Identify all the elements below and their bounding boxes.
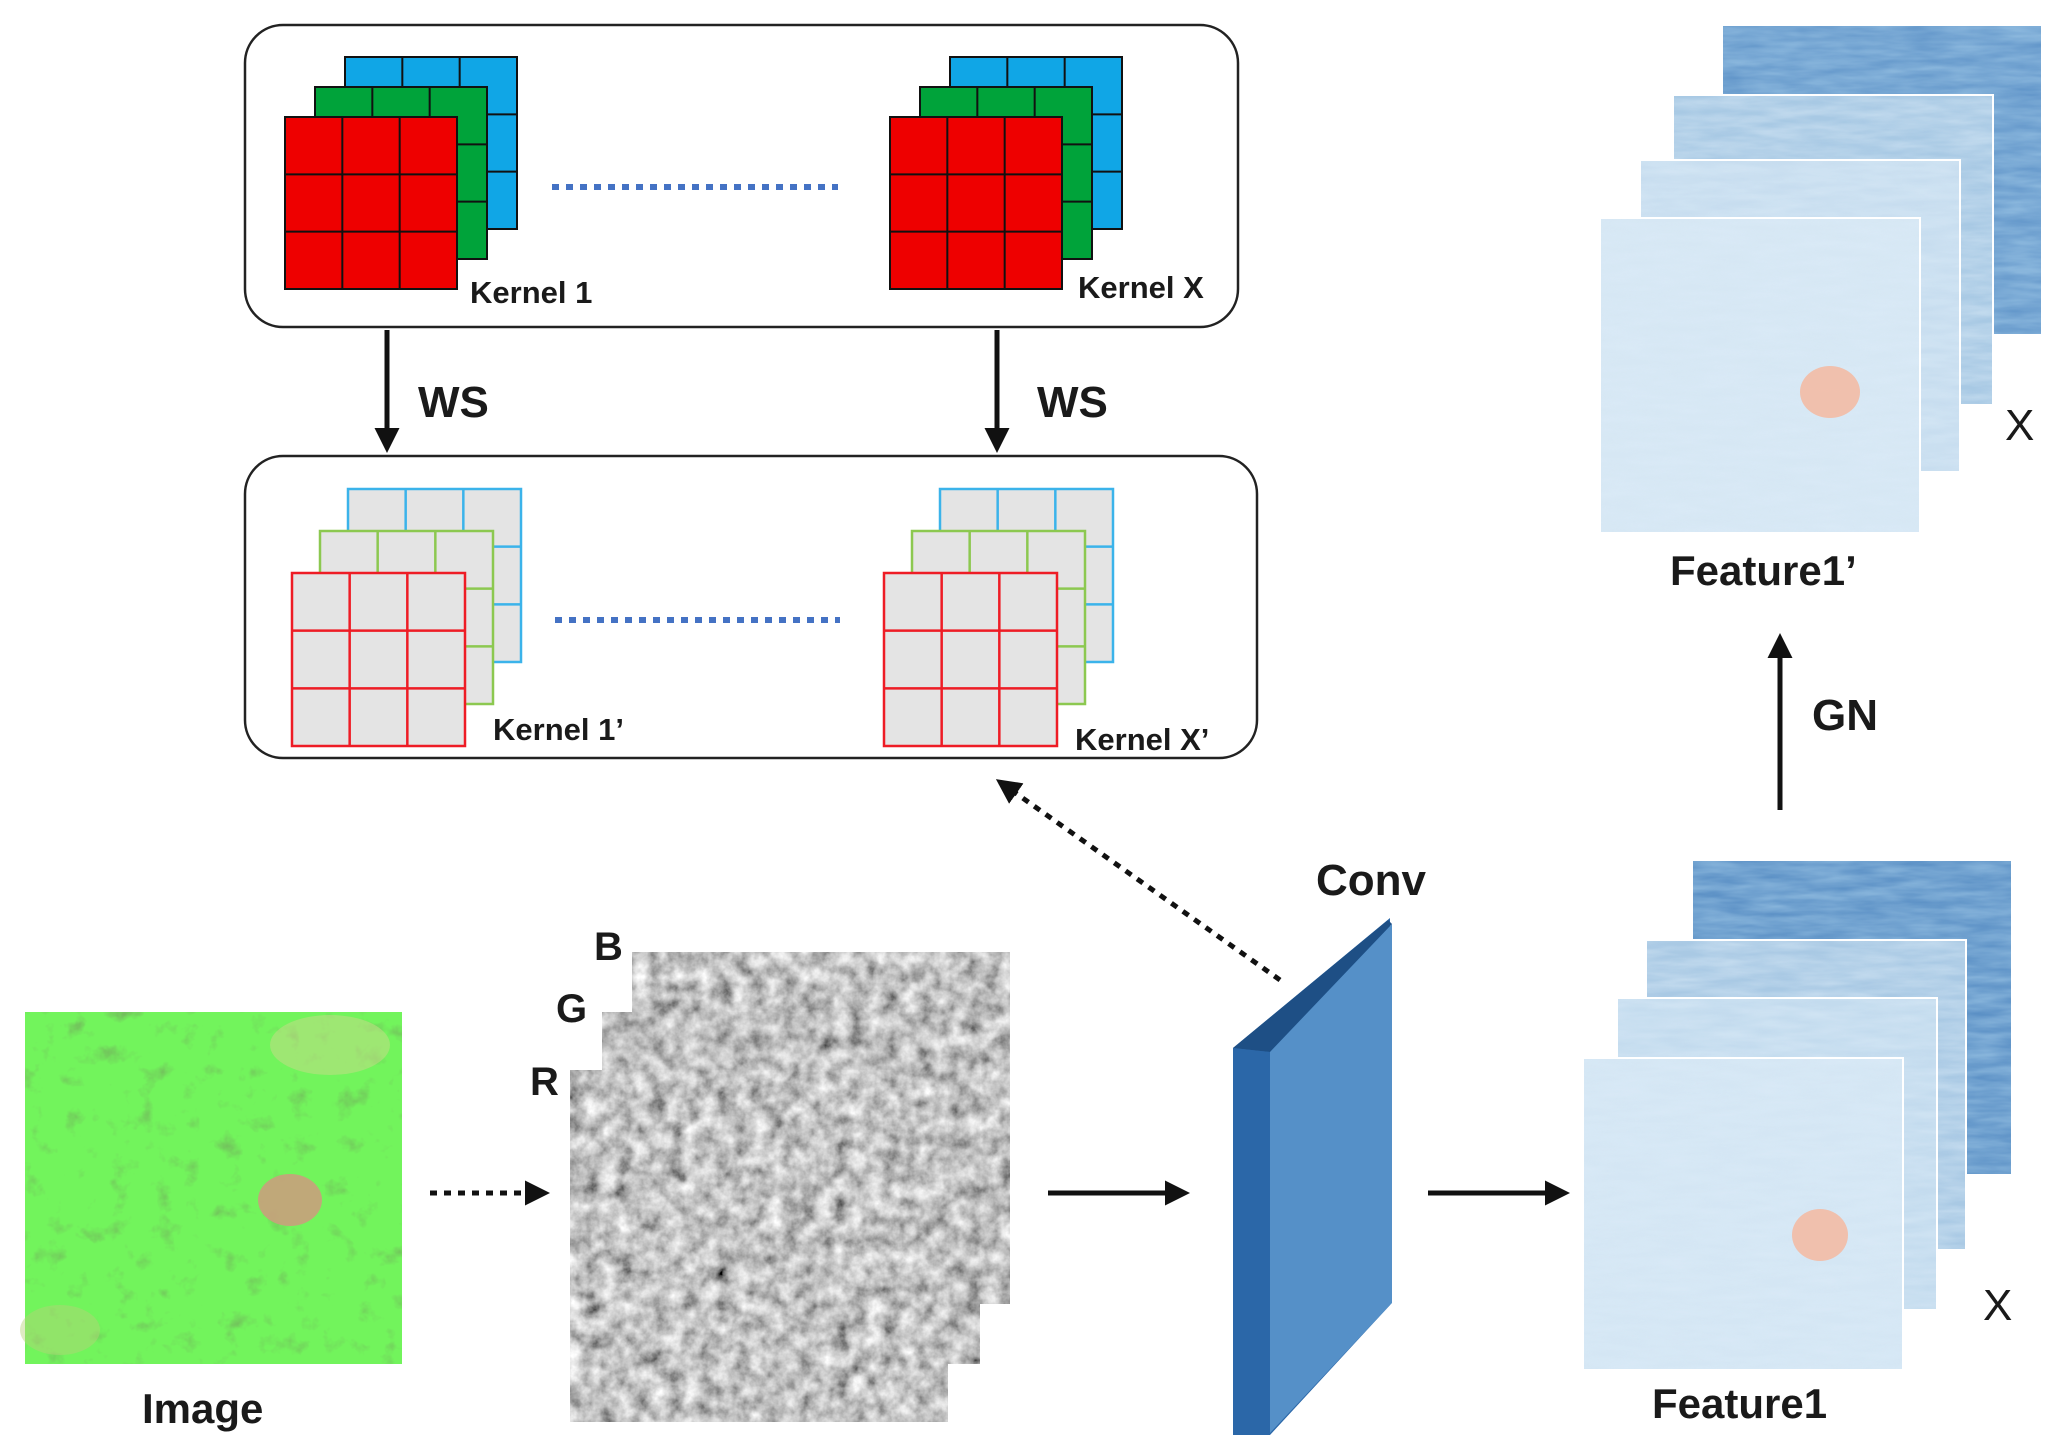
feature1-stack [1582,859,2013,1371]
kernel-x-label: Kernel X [1078,270,1204,305]
feature1-prime-stack [1599,24,2043,534]
feature1-label: Feature1 [1652,1380,1827,1427]
feature1-layer-4 [1582,1057,1904,1371]
kernel-1-prime-label: Kernel 1’ [493,712,624,747]
feature1-prime-count-x: X [2005,401,2034,450]
input-image [20,1012,402,1364]
ws-left-label: WS [418,378,489,427]
kernel-x-stack [889,56,1123,290]
kernel-1-label: Kernel 1 [470,275,592,310]
kernel-1-prime-red-layer [290,571,467,748]
feature1-highlight-spot [1792,1209,1848,1261]
conv-label: Conv [1316,856,1427,905]
channel-b-label: B [594,925,623,969]
conv-block [1233,918,1392,1435]
kernel-x-prime-stack [882,487,1115,748]
kernel-1-prime-stack [290,487,523,748]
channel-r-label: R [530,1060,559,1104]
channel-g-label: G [556,987,587,1031]
feature1-prime-label: Feature1’ [1670,547,1857,594]
kernel-1-red-layer [284,116,458,290]
kernel-x-prime-label: Kernel X’ [1075,722,1209,757]
image-label: Image [142,1385,263,1432]
feature1-prime-highlight-spot [1800,366,1860,418]
feature1-prime-layer-4 [1599,217,1921,534]
conv-to-ws-kernels-arrow [995,779,1282,983]
gn-label: GN [1812,691,1878,740]
feature1-count-x: X [1983,1281,2012,1330]
kernel-x-prime-red-layer [882,571,1059,748]
ws-right-label: WS [1037,378,1108,427]
kernel-1-stack [284,56,518,290]
channel-r-map [570,1070,948,1422]
kernel-x-red-layer [889,116,1063,290]
